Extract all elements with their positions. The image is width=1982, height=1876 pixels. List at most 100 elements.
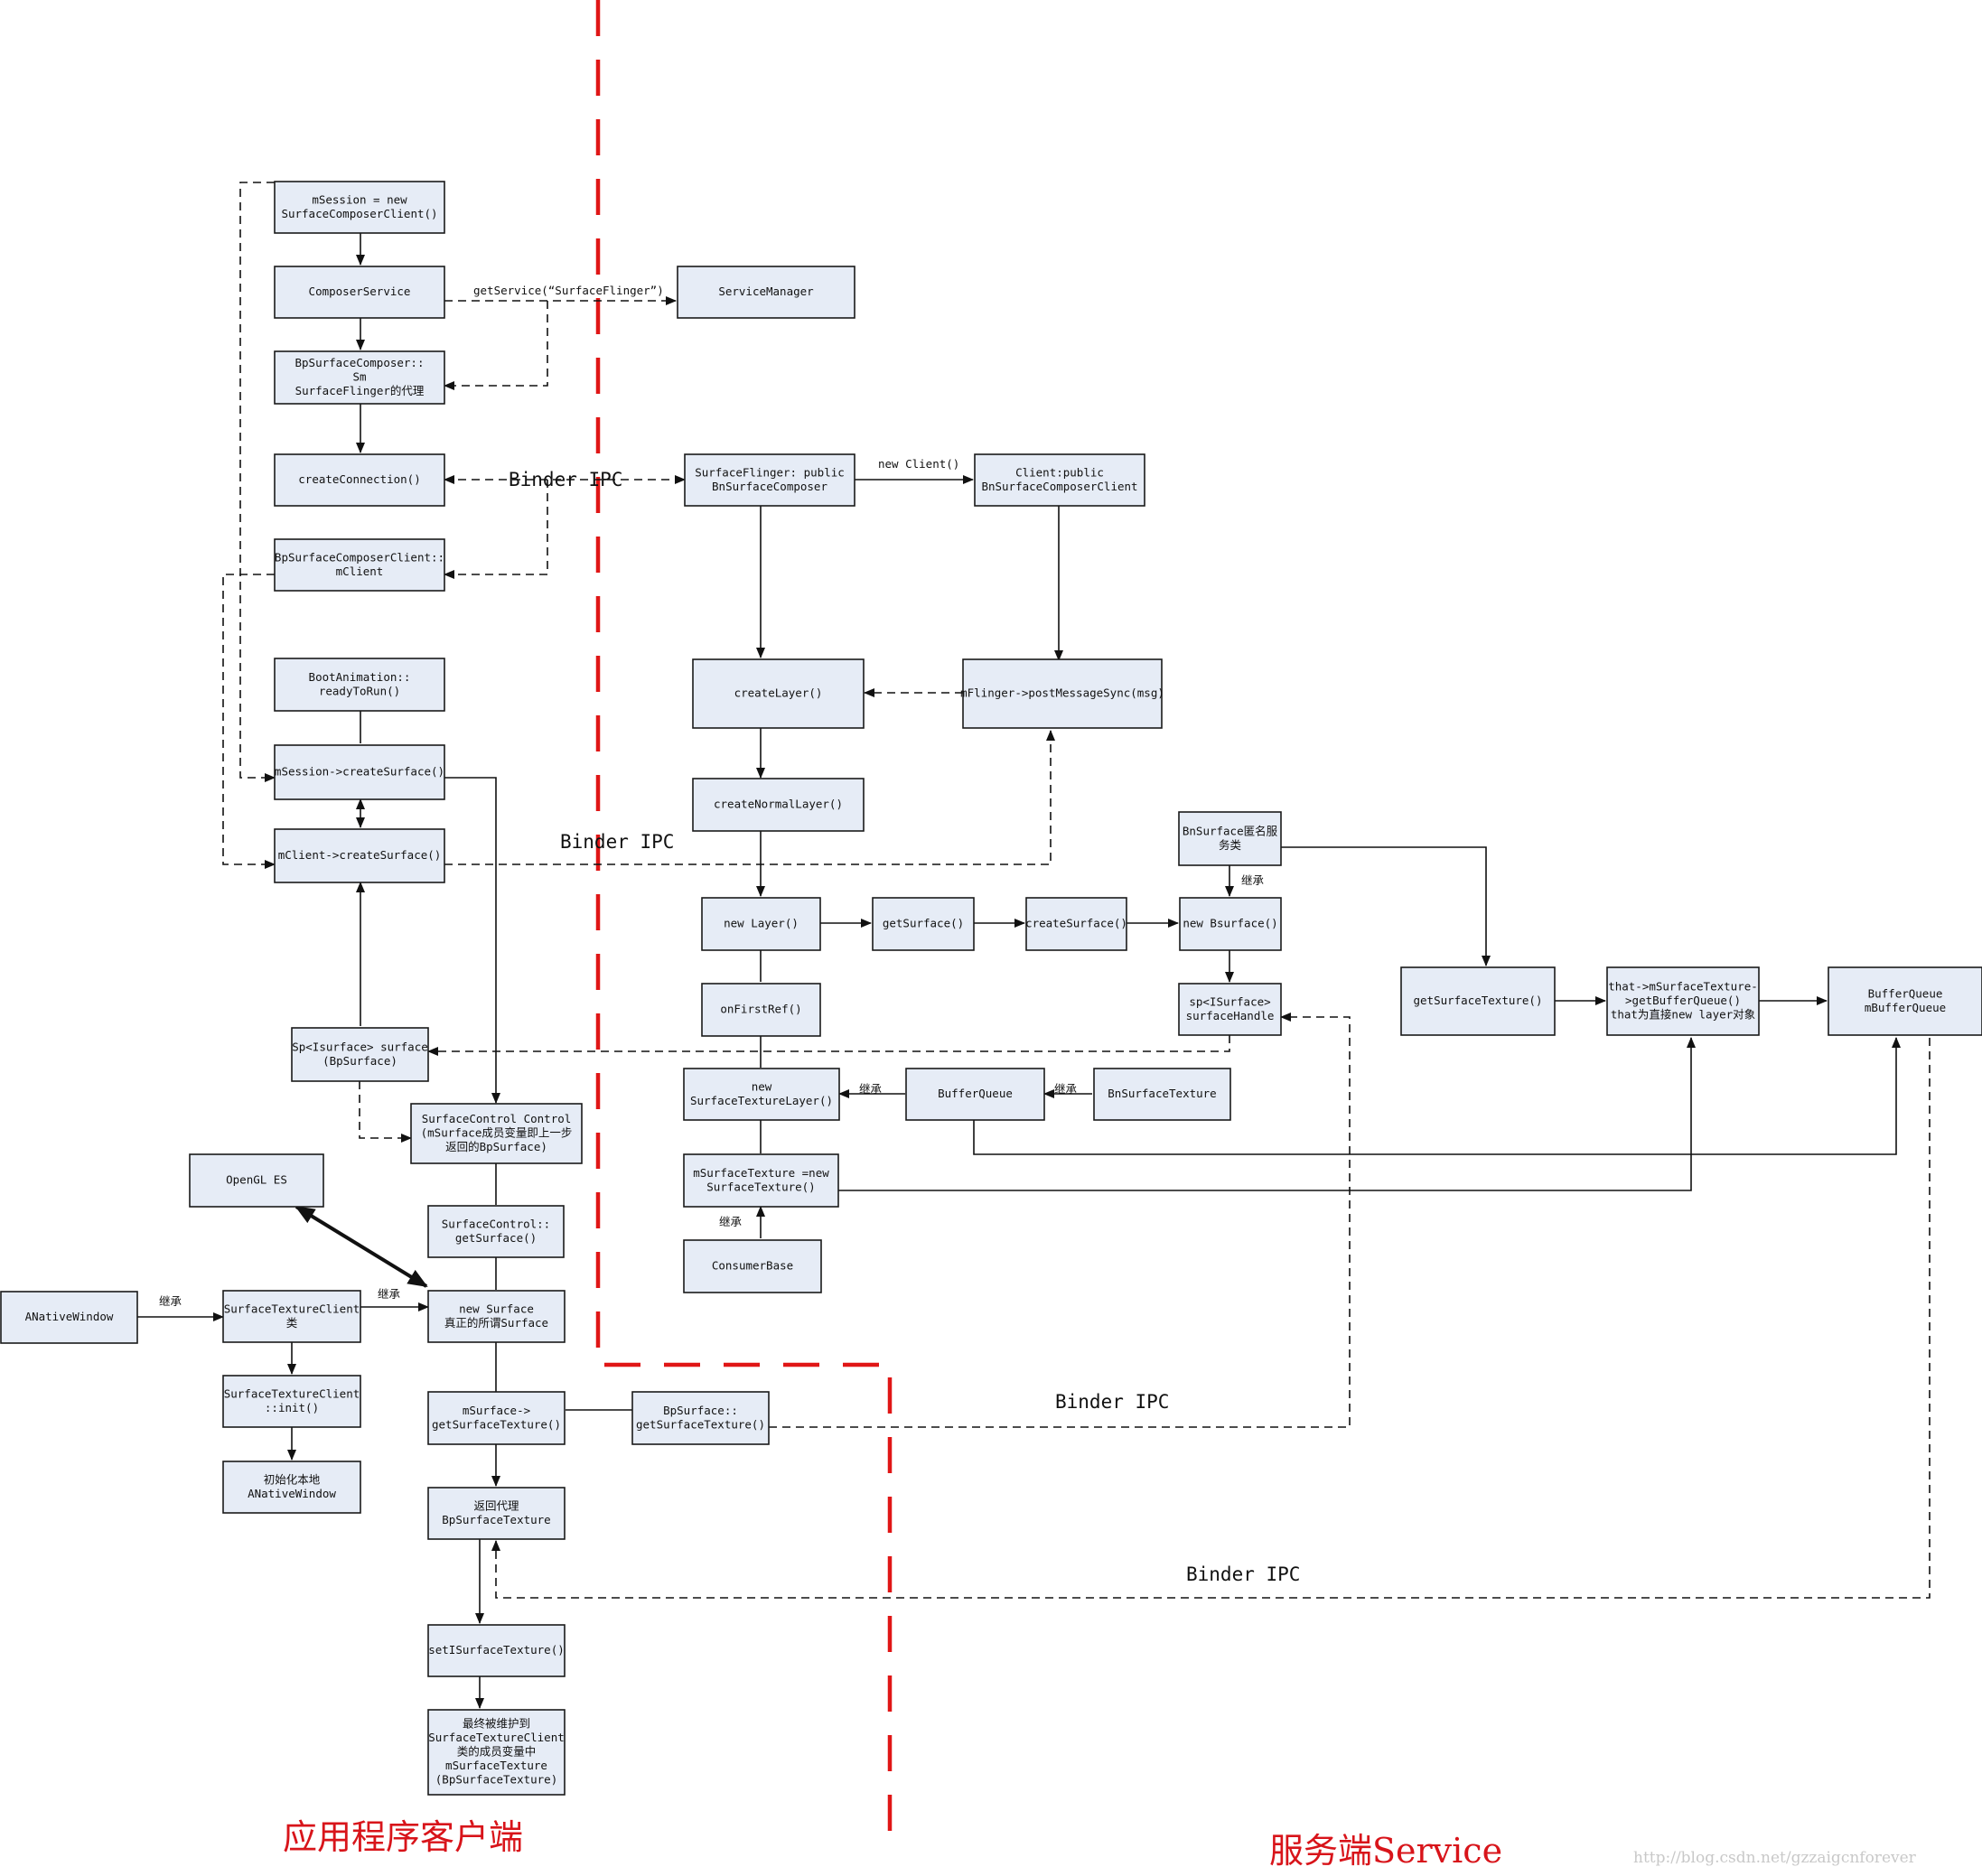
node-sp-isurface-surface: Sp<Isurface> surface(BpSurface) [291,1027,429,1082]
node-text-line: SurfaceTextureLayer() [690,1094,833,1107]
label-binder-ipc-4: Binder IPC [1186,1563,1300,1585]
node-text-line: new Bsurface() [1183,917,1277,930]
node-box [692,778,865,832]
label-inherit-stc: 继承 [378,1287,401,1301]
node-text-line: Sm [352,370,366,384]
node-text-line: (mSurface成员变量即上一步 [421,1126,573,1140]
node-text-line: createNormalLayer() [714,798,843,811]
node-box [274,828,445,883]
node-box [631,1391,770,1445]
node-box [1025,897,1127,951]
edge-msession-surfacecontrol [444,777,500,1104]
node-box [0,1291,138,1344]
node-text-line: ::init() [265,1401,319,1414]
node-text-line: (BpSurface) [323,1054,397,1068]
node-consumer-base: ConsumerBase [683,1239,822,1293]
node-text-line: SurfaceControl Control [422,1112,572,1125]
node-box [427,1205,565,1258]
node-box [222,1461,361,1514]
node-box [1606,966,1760,1036]
node-box [962,658,1163,729]
node-text-line: SurfaceFlinger: public [695,465,845,479]
node-box [274,538,445,592]
node-text-line: getSurfaceTexture() [432,1417,561,1431]
edge-binder-handle-sp [427,1035,1230,1056]
edge-dash-return-mclient [444,480,548,579]
node-box [274,266,445,319]
node-composer-service: ComposerService [274,266,445,319]
node-text-line: BnSurface匿名服 [1183,824,1278,837]
node-get-surface: getSurface() [872,897,975,951]
node-box [683,1153,839,1208]
node-that-msurface-texture: that->mSurfaceTexture->getBufferQueue()t… [1606,966,1760,1036]
node-text-line: BufferQueue [938,1087,1013,1100]
node-text-line: ConsumerBase [712,1259,793,1273]
node-text-line: createConnection() [298,472,420,486]
node-surface-control-get: SurfaceControl::getSurface() [427,1205,565,1258]
node-text-line: mBufferQueue [1865,1001,1946,1014]
node-text-line: 类的成员变量中 [457,1745,537,1759]
edge-bufferqueue-mbufferqueue [973,1037,1901,1155]
watermark: http://blog.csdn.net/gzzaigcnforever [1633,1849,1917,1867]
edge-labels: getService(“SurfaceFlinger”) new Client(… [159,284,1300,1585]
node-create-layer: createLayer() [692,658,865,729]
node-text-line: new Layer() [724,917,799,930]
node-mflinger-post: mFlinger->postMessageSync(msg) [960,658,1164,729]
node-new-bsurface: new Bsurface() [1179,897,1282,951]
node-text-line: SurfaceTextureClient [428,1731,565,1744]
node-text-line: mSurface-> [463,1404,530,1417]
node-box [274,181,445,234]
node-text-line: SurfaceTextureClient [224,1386,360,1400]
node-text-line: getSurface() [883,917,964,930]
node-text-line: SurfaceComposerClient() [281,207,437,220]
node-text-line: BootAnimation:: [309,670,411,684]
node-box [701,897,821,951]
node-box [274,453,445,507]
node-text-line: BnSurfaceTexture [1108,1087,1216,1100]
node-text-line: BnSurfaceComposerClient [981,480,1137,493]
node-bp-composer-client: BpSurfaceComposerClient::mClient [274,538,445,592]
node-opengl-es: OpenGL ES [189,1153,324,1208]
node-sp-isurface-handle: sp<ISurface>surfaceHandle [1178,983,1282,1036]
node-surface-texture-client-init: SurfaceTextureClient::init() [222,1375,361,1428]
node-box [684,453,855,507]
node-text-line: sp<ISurface> [1189,994,1270,1008]
region-client-label: 应用程序客户端 [283,1817,523,1857]
node-box [274,350,445,405]
edge-dash-sp-control [359,1081,412,1143]
node-text-line: BpSurfaceTexture [442,1513,550,1526]
node-box [872,897,975,951]
node-text-line: mClient [336,565,384,578]
node-mclient-create: mClient->createSurface() [274,828,445,883]
edges [137,182,1931,1709]
node-text-line: mSurfaceTexture =new [693,1166,829,1180]
label-binder-ipc-2: Binder IPC [560,831,674,853]
node-set-isurface-texture: setISurfaceTexture() [427,1624,566,1677]
node-text-line: mSession->createSurface() [275,765,444,779]
node-box [974,453,1145,507]
node-surface-control: SurfaceControl Control(mSurface成员变量即上一步返… [410,1103,583,1164]
node-box [427,1290,566,1343]
node-text-line: that->mSurfaceTexture- [1608,980,1758,994]
node-on-first-ref: onFirstRef() [701,983,821,1037]
node-text-line: ServiceManager [718,285,814,298]
node-box [274,658,445,712]
node-box [1178,983,1282,1036]
node-create-surface-srv: createSurface() [1025,897,1127,951]
node-box [692,658,865,729]
node-box [222,1290,361,1343]
edge-dash-msession-loop [239,182,276,782]
node-text-line: BpSurfaceComposerClient:: [275,550,444,564]
node-text-line: SurfaceFlinger的代理 [295,384,425,397]
node-box [1179,897,1282,951]
edge-opengl-newsurface [294,1205,428,1288]
node-box [189,1153,324,1208]
